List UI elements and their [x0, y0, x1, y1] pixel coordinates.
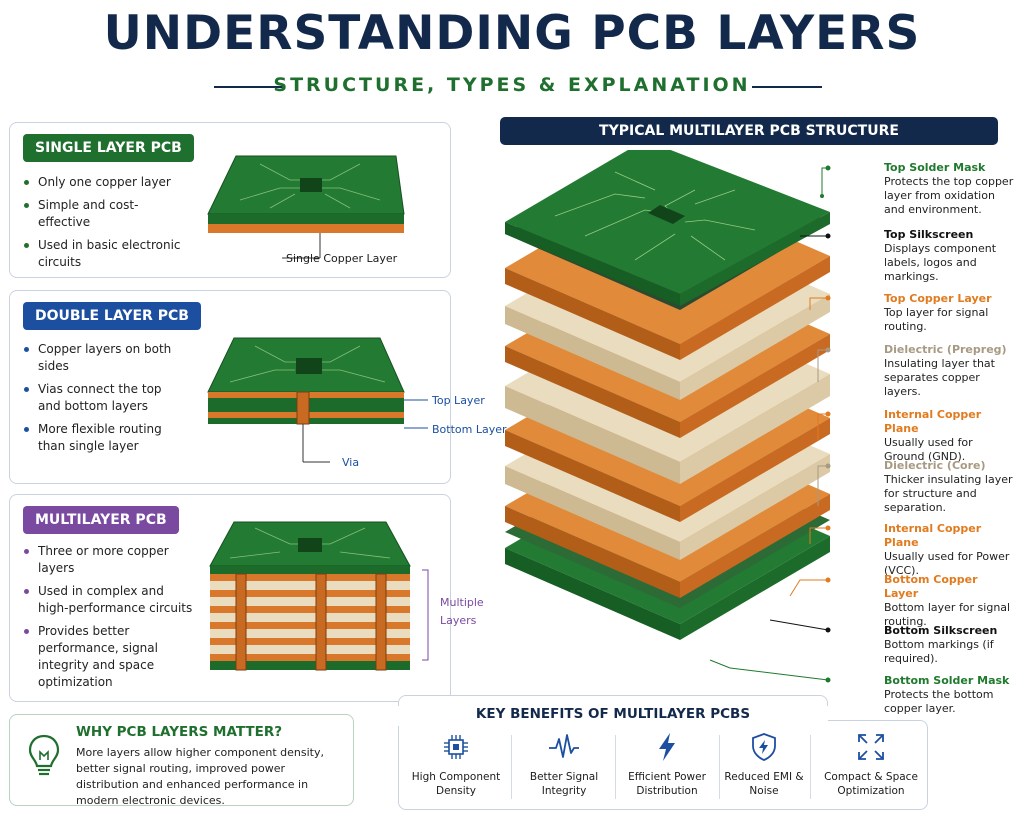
layer-desc: Bottom layer for signal routing. — [884, 601, 1011, 628]
lightbulb-icon — [28, 734, 60, 776]
multilayer-bullets: Three or more copper layers Used in comp… — [22, 543, 197, 697]
layer-name: Bottom Solder Mask — [884, 674, 1010, 687]
layer-label-internal-copper-vcc: Internal Copper Plane Usually used for P… — [884, 522, 1014, 578]
layer-desc: Bottom markings (if required). — [884, 638, 994, 665]
benefit-label: Efficient Power Distribution — [628, 771, 706, 797]
expand-arrows-icon — [858, 734, 884, 760]
layer-name: Dielectric (Prepreg) — [884, 343, 1007, 356]
layer-label-bottom-solder-mask: Bottom Solder Mask Protects the bottom c… — [884, 674, 1014, 716]
multilayer-board-illustration — [209, 521, 429, 671]
bottom-layer-callout: Bottom Layer — [432, 423, 507, 436]
benefit-item: Reduced EMI & Noise — [714, 730, 814, 798]
single-layer-board-illustration — [207, 155, 405, 259]
single-copper-callout: Single Copper Layer — [286, 252, 398, 265]
multilayer-badge: MULTILAYER PCB — [23, 506, 179, 534]
layer-name: Top Copper Layer — [884, 292, 992, 305]
top-layer-callout: Top Layer — [432, 394, 485, 407]
layer-label-dielectric-core: Dielectric (Core) Thicker insulating lay… — [884, 459, 1014, 515]
list-item: Provides better performance, signal inte… — [22, 623, 197, 691]
double-layer-badge: DOUBLE LAYER PCB — [23, 302, 201, 330]
lightning-icon — [659, 733, 675, 761]
list-item: Copper layers on both sides — [22, 341, 172, 375]
list-item: More flexible routing than single layer — [22, 421, 172, 455]
why-panel — [9, 714, 354, 806]
page-subtitle: STRUCTURE, TYPES & EXPLANATION — [273, 74, 751, 96]
layer-desc: Displays component labels, logos and mar… — [884, 242, 997, 283]
list-item: Vias connect the top and bottom layers — [22, 381, 172, 415]
benefit-divider — [511, 735, 512, 799]
structure-title: TYPICAL MULTILAYER PCB STRUCTURE — [500, 117, 998, 145]
layer-label-internal-copper-gnd: Internal Copper Plane Usually used for G… — [884, 408, 1014, 464]
benefit-item: Better Signal Integrity — [514, 730, 614, 798]
layer-label-top-copper: Top Copper Layer Top layer for signal ro… — [884, 292, 1014, 334]
benefit-item: Compact & Space Optimization — [821, 730, 921, 798]
layer-name: Internal Copper Plane — [884, 522, 982, 549]
double-layer-bullets: Copper layers on both sides Vias connect… — [22, 341, 172, 461]
layer-desc: Usually used for Power (VCC). — [884, 550, 1010, 577]
layer-desc: Top layer for signal routing. — [884, 306, 989, 333]
list-item: Three or more copper layers — [22, 543, 197, 577]
list-item: Used in complex and high-performance cir… — [22, 583, 197, 617]
layer-label-dielectric-prepreg: Dielectric (Prepreg) Insulating layer th… — [884, 343, 1014, 399]
layer-label-top-silkscreen: Top Silkscreen Displays component labels… — [884, 228, 1014, 284]
benefits-panel — [398, 720, 928, 810]
list-item: Simple and cost-effective — [22, 197, 182, 231]
page-title: UNDERSTANDING PCB LAYERS — [103, 6, 921, 61]
layer-name: Dielectric (Core) — [884, 459, 986, 472]
single-layer-badge: SINGLE LAYER PCB — [23, 134, 194, 162]
benefit-label: Compact & Space Optimization — [824, 771, 918, 797]
double-layer-board-illustration — [207, 337, 428, 463]
why-title: WHY PCB LAYERS MATTER? — [76, 724, 283, 740]
single-layer-bullets: Only one copper layer Simple and cost-ef… — [22, 174, 182, 277]
layer-label-top-solder-mask: Top Solder Mask Protects the top copper … — [884, 161, 1014, 217]
layer-desc: Thicker insulating layer for structure a… — [884, 473, 1013, 514]
benefits-title: KEY BENEFITS OF MULTILAYER PCBS — [398, 706, 828, 726]
why-body: More layers allow higher component densi… — [76, 746, 324, 807]
layer-name: Bottom Silkscreen — [884, 624, 998, 637]
layer-desc: Protects the top copper layer from oxida… — [884, 175, 1014, 216]
signal-wave-icon — [549, 734, 579, 758]
benefit-item: Efficient Power Distribution — [617, 730, 717, 798]
layer-label-bottom-silkscreen: Bottom Silkscreen Bottom markings (if re… — [884, 624, 1014, 666]
list-item: Used in basic electronic circuits — [22, 237, 182, 271]
layer-desc: Protects the bottom copper layer. — [884, 688, 994, 715]
list-item: Only one copper layer — [22, 174, 182, 191]
shield-icon — [752, 733, 776, 761]
layer-leader-lines — [709, 165, 831, 683]
layer-name: Top Solder Mask — [884, 161, 986, 174]
benefit-label: Better Signal Integrity — [529, 771, 599, 797]
benefit-divider — [615, 735, 616, 799]
layer-label-bottom-copper: Bottom Copper Layer Bottom layer for sig… — [884, 573, 1014, 629]
layer-name: Top Silkscreen — [884, 228, 974, 241]
subtitle-rule-left — [214, 86, 284, 88]
layer-name: Bottom Copper Layer — [884, 573, 978, 600]
multiple-layers-callout: Multiple Layers — [440, 596, 484, 627]
benefit-divider — [810, 735, 811, 799]
chip-icon — [444, 735, 468, 759]
benefit-label: Reduced EMI & Noise — [724, 771, 804, 797]
benefit-item: High Component Density — [406, 730, 506, 798]
layer-name: Internal Copper Plane — [884, 408, 982, 435]
layer-desc: Insulating layer that separates copper l… — [884, 357, 995, 398]
benefit-label: High Component Density — [411, 771, 501, 797]
layer-desc: Usually used for Ground (GND). — [884, 436, 973, 463]
subtitle-rule-right — [752, 86, 822, 88]
benefit-divider — [719, 735, 720, 799]
multilayer-stack-illustration — [505, 150, 830, 640]
via-callout: Via — [342, 456, 360, 469]
